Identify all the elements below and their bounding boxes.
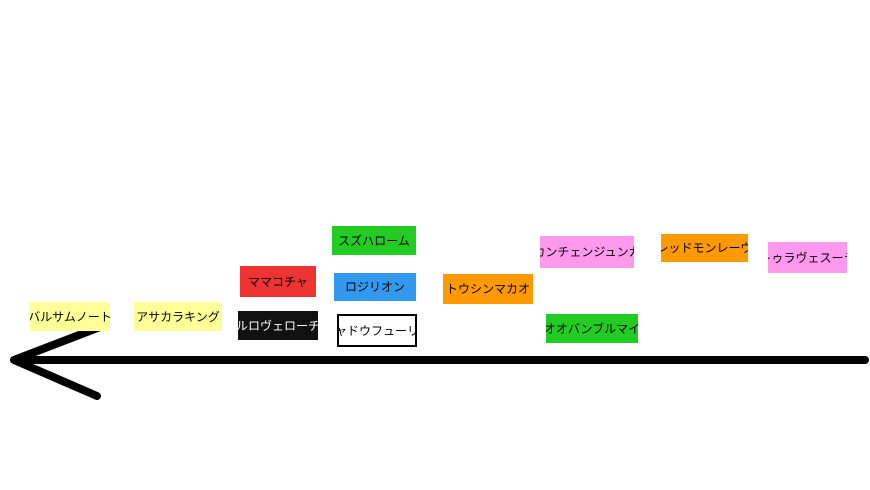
label-mamacocha: ママコチャ: [240, 266, 316, 297]
label-redomonreve: レッドモンレーヴ: [661, 234, 748, 262]
label-suzuhalome: スズハローム: [332, 226, 416, 255]
label-balsamnote: バルサムノート: [30, 302, 110, 331]
label-toshinmakao: トウシンマカオ: [443, 274, 533, 304]
label-calloveloce: カルロヴェローチェ: [238, 311, 318, 340]
label-rojirion: ロジリオン: [334, 273, 416, 301]
label-shadowfury: シャドウフューリー: [337, 314, 417, 347]
timeline-arrow-head: [10, 323, 104, 400]
label-obanburumai: オオバンブルマイ: [546, 314, 638, 343]
label-asakaraking: アサカラキング: [134, 302, 222, 331]
label-toravesula: トゥラヴェスーラ: [768, 242, 847, 273]
label-kangchenjunga: カンチェンジュンガ: [540, 236, 634, 268]
